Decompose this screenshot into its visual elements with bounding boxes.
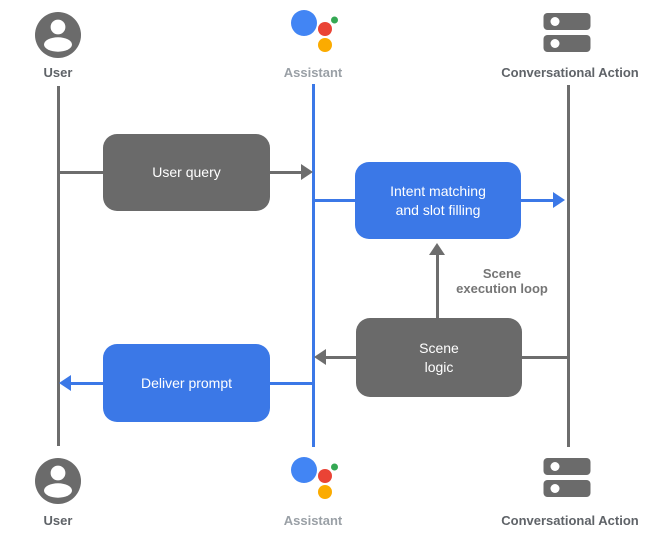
user-icon — [35, 12, 81, 58]
intent-matching-box-label-line1: Intent matching — [390, 182, 486, 199]
scene-execution-loop-label: Scene execution loop — [432, 266, 572, 296]
connector-scenelogic-to-assistant-line — [326, 356, 356, 359]
assistant-label-top: Assistant — [283, 65, 343, 80]
user-query-box: User query — [103, 134, 270, 211]
scene-logic-box-label-line2: logic — [424, 358, 454, 375]
assistant-icon — [291, 10, 338, 52]
user-label-top: User — [43, 65, 73, 80]
assistant-lifeline — [312, 84, 315, 447]
connector-scenelogic-to-assistant-arrowhead-icon — [314, 349, 326, 365]
connector-deliverprompt-to-user-line — [71, 382, 103, 385]
deliver-prompt-box: Deliver prompt — [103, 344, 270, 422]
deliver-prompt-box-label: Deliver prompt — [140, 374, 233, 391]
connector-intent-to-action-line — [521, 199, 554, 202]
scene-execution-loop-label-line1: Scene — [482, 266, 522, 281]
connector-scenelogic-to-intent-line — [436, 253, 439, 318]
scene-execution-loop-label-line2: execution loop — [456, 281, 548, 296]
user-icon — [35, 458, 81, 504]
assistant-icon — [291, 457, 338, 499]
intent-matching-box-label-line2: and slot filling — [395, 201, 481, 218]
connector-userquery-to-assistant-arrowhead-icon — [301, 164, 313, 180]
assistant-label-bottom: Assistant — [283, 513, 343, 528]
connector-intent-to-action-arrowhead-icon — [553, 192, 565, 208]
conversational-action-label-top: Conversational Action — [501, 65, 639, 80]
connector-user-to-userquery-line — [58, 171, 103, 174]
connector-deliverprompt-to-user-arrowhead-icon — [59, 375, 71, 391]
user-lifeline — [57, 86, 60, 446]
scene-logic-box-label-line1: Scene — [419, 339, 459, 356]
conversational-action-icon — [543, 458, 591, 497]
connector-userquery-to-assistant-line — [270, 171, 302, 174]
connector-scenelogic-to-intent-arrowhead-icon — [429, 243, 445, 255]
connector-action-to-scenelogic-line — [522, 356, 568, 359]
connector-assistant-to-deliverprompt-line — [270, 382, 313, 385]
user-query-box-label: User query — [152, 164, 221, 180]
connector-assistant-to-intent-line — [314, 199, 355, 202]
conversational-action-lifeline — [567, 85, 570, 447]
conversational-action-icon — [543, 13, 591, 52]
intent-matching-box: Intent matching and slot filling — [355, 162, 521, 239]
user-label-bottom: User — [43, 513, 73, 528]
scene-logic-box: Scene logic — [356, 318, 522, 397]
conversational-action-label-bottom: Conversational Action — [501, 513, 639, 528]
